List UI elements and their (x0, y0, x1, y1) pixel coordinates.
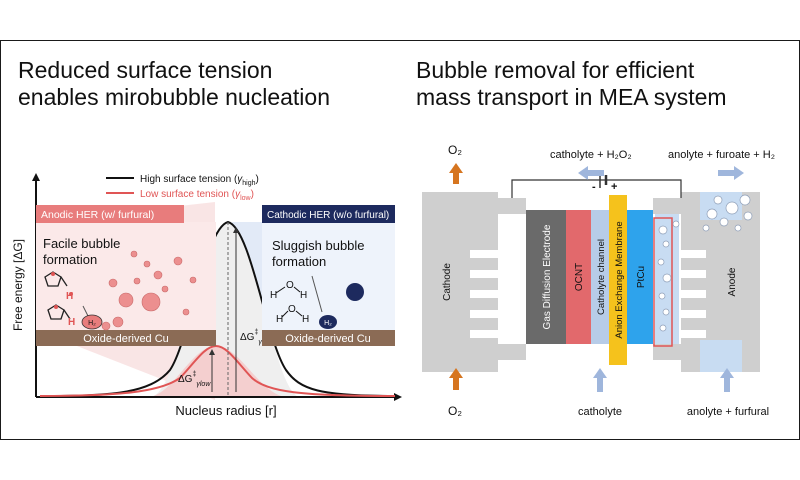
anolyte-out-arrow (718, 166, 744, 180)
anodic-her-box: Anodic HER (w/ furfural) Facile bubble f… (36, 205, 216, 346)
cathodic-h2-label: H₂ (324, 320, 332, 327)
cathodic-pointer (311, 275, 323, 313)
high-barrier-area (150, 222, 300, 397)
anode-bubbles (657, 194, 753, 332)
o2-top-label: O₂ (448, 143, 462, 157)
o2-in-arrow (449, 368, 463, 390)
anode-connector-top (653, 198, 681, 214)
anodic-box-label: Anodic HER (w/ furfural) (41, 209, 154, 221)
anodic-substrate-label: Oxide-derived Cu (83, 333, 169, 345)
left-panel-title: Reduced surface tension enables mirobubb… (18, 57, 398, 111)
anodic-h-label: H (66, 291, 73, 302)
cathodic-substrate (262, 330, 395, 346)
water-molecule-2: H O H (276, 304, 309, 325)
anode-block (681, 192, 760, 372)
gde-label: Gas Diffusion Electrode (542, 224, 553, 329)
right-title-line1: Bubble removal for efficient (416, 57, 695, 83)
cathodic-text-line2: formation (272, 254, 326, 269)
left-title-line2: enables mirobubble nucleation (18, 84, 330, 110)
anodic-bubbles (101, 250, 197, 331)
cathode-label: Cathode (442, 263, 453, 301)
cathode-block (422, 192, 498, 372)
cathodic-h2-bubble (319, 315, 337, 329)
cathodic-her-box: Cathodic HER (w/o furfural) Sluggish bub… (262, 205, 395, 346)
mea-diagram: Cathode Gas Diffusion Electrode OCNT Cat… (422, 143, 775, 418)
svg-text:H: H (276, 314, 283, 325)
furfural-molecule-2 (47, 304, 71, 320)
catholyte-in-arrow (593, 368, 607, 392)
aem-label: Anion Exchange Membrane (614, 221, 625, 338)
svg-text:H: H (270, 290, 277, 301)
anolyte-flow-in (700, 340, 742, 372)
cathodic-box-label: Cathodic HER (w/o furfural) (267, 210, 389, 221)
svg-text:H: H (300, 290, 307, 301)
furfural-molecule-1 (44, 271, 73, 296)
anodic-text-line1: Facile bubble (43, 236, 120, 251)
anode-label: Anode (727, 267, 738, 296)
h2-label: H₂ (88, 320, 96, 327)
right-title-line2: mass transport in MEA system (416, 84, 727, 110)
h2-bubble (81, 314, 103, 330)
legend-high-label: High surface tension (γhigh) (140, 174, 259, 187)
figure-canvas: Free energy [ΔG] Nucleus radius [r] ΔG‡γ… (11, 143, 775, 418)
catholyte-channel (591, 210, 609, 344)
cathodic-text-line1: Sluggish bubble (272, 238, 365, 253)
channel-label: Catholyte channel (596, 239, 607, 315)
anodic-substrate (36, 330, 216, 346)
cathodic-box-bg (262, 222, 395, 330)
y-axis-label: Free energy [ΔG] (11, 239, 25, 331)
ocnt-layer (566, 210, 591, 344)
anode-connector-bottom (653, 344, 681, 360)
o2-out-arrow (449, 163, 463, 184)
anolyte-in-arrow (720, 368, 734, 392)
catholyte-out-arrow (578, 166, 604, 180)
dg-low-label: ΔG‡γlow (178, 371, 211, 388)
ptcu-layer (627, 210, 653, 344)
cathodic-substrate-label: Oxide-derived Cu (285, 333, 371, 345)
cathodic-large-bubble (346, 283, 364, 301)
highlight-box (653, 217, 673, 347)
water-molecule-1: H O H (270, 280, 307, 301)
anion-exchange-membrane (609, 195, 627, 365)
cathodic-box-header (262, 205, 395, 223)
legend-low-label: Low surface tension (γlow) (140, 189, 254, 202)
anodic-box-header (36, 205, 184, 223)
o2-bottom-label: O₂ (448, 404, 462, 418)
ocnt-label: OCNT (574, 263, 585, 291)
circuit-wire (511, 179, 682, 198)
right-panel-title: Bubble removal for efficient mass transp… (416, 57, 796, 111)
catholyte-in-label: catholyte (578, 406, 622, 418)
low-barrier-area (150, 346, 285, 397)
minus-sign: - (592, 181, 596, 193)
svg-text:O: O (286, 280, 294, 291)
legend: High surface tension (γhigh) Low surface… (106, 174, 259, 202)
x-axis-label: Nucleus radius [r] (175, 403, 276, 418)
catholyte-out-label: catholyte + H₂O₂ (550, 149, 632, 161)
anolyte-out-label: anolyte + furoate + H₂ (668, 149, 775, 161)
plus-sign: + (611, 181, 617, 193)
left-title-line1: Reduced surface tension (18, 57, 273, 83)
anodic-h-label-2: H (68, 317, 75, 328)
cathode-connector-bottom (498, 344, 526, 360)
svg-text:O: O (288, 304, 296, 315)
ptcu-label: PtCu (636, 266, 647, 288)
gas-diffusion-electrode (526, 210, 566, 344)
cathode-connector-top (498, 198, 526, 214)
svg-text:H: H (302, 314, 309, 325)
anolyte-in-label: anolyte + furfural (687, 406, 769, 418)
anodic-text-line2: formation (43, 252, 97, 267)
